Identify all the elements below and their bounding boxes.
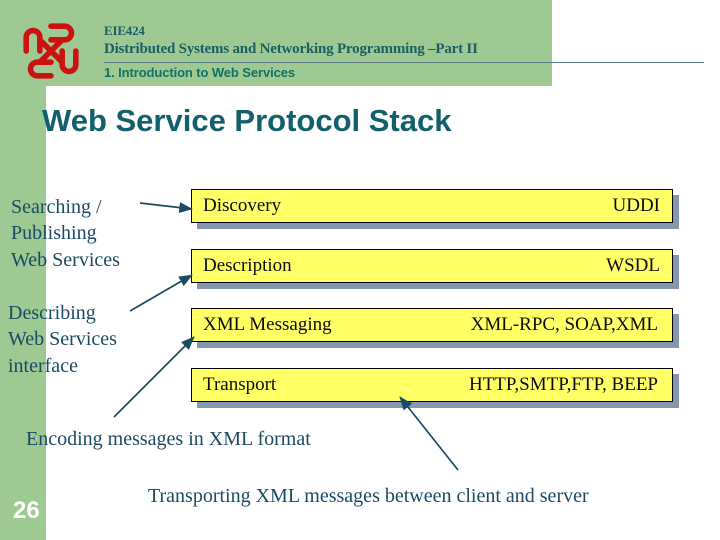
- layer-name-xml-messaging: XML Messaging: [203, 314, 332, 335]
- annotation-describing-interface: Describing Web Services interface: [8, 302, 117, 377]
- stack-layer-discovery: Discovery UDDI: [191, 189, 673, 223]
- layer-technology-discovery: UDDI: [612, 195, 661, 216]
- polyu-logo-icon: [23, 23, 79, 79]
- annotation-transporting-xml: Transporting XML messages between client…: [148, 485, 589, 507]
- page-title: Web Service Protocol Stack: [42, 103, 452, 138]
- arrow-describing-to-description: [129, 274, 193, 312]
- arrow-searching-to-discovery: [139, 202, 193, 213]
- header-subject: Distributed Systems and Networking Progr…: [104, 41, 478, 57]
- annotation-searching-publishing: Searching / Publishing Web Services: [11, 196, 120, 271]
- header-divider: [104, 62, 704, 63]
- header-green-band: [0, 0, 552, 86]
- header-course-code: EIE424: [104, 23, 145, 38]
- stack-layer-transport: Transport HTTP,SMTP,FTP, BEEP: [191, 368, 673, 402]
- stack-layer-xml-messaging: XML Messaging XML-RPC, SOAP,XML: [191, 308, 673, 342]
- layer-technology-transport: HTTP,SMTP,FTP, BEEP: [468, 374, 658, 395]
- layer-name-transport: Transport: [203, 374, 277, 395]
- sidebar-green-band: [0, 86, 46, 540]
- arrow-encoding-to-xml-messaging: [113, 336, 195, 418]
- header-section: 1. Introduction to Web Services: [104, 65, 295, 80]
- layer-technology-xml-messaging: XML-RPC, SOAP,XML: [470, 314, 658, 335]
- stack-layer-description: Description WSDL: [191, 249, 673, 283]
- annotation-encoding-xml: Encoding messages in XML format: [26, 428, 311, 450]
- page-number: 26: [13, 497, 40, 524]
- layer-name-description: Description: [203, 255, 292, 276]
- layer-technology-description: WSDL: [606, 255, 660, 276]
- layer-name-discovery: Discovery: [203, 195, 282, 216]
- arrow-transporting-to-transport: [399, 396, 459, 471]
